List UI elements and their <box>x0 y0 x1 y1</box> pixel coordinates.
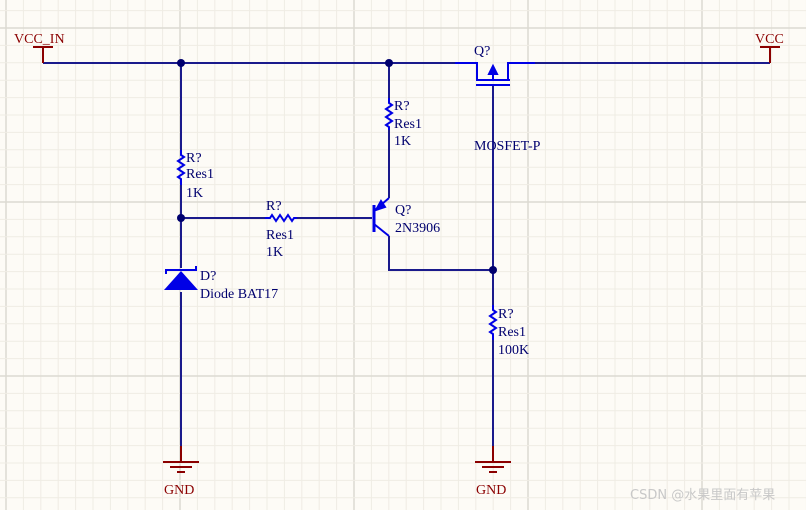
diode-bat17[interactable] <box>164 266 198 290</box>
resistor-r-emitter[interactable] <box>384 98 394 130</box>
mosfet-p[interactable] <box>455 62 535 86</box>
r-pulldown-comment: Res1 <box>498 325 526 340</box>
wire-collector[interactable] <box>388 236 493 271</box>
junction <box>177 214 185 222</box>
junction <box>489 266 497 274</box>
r-top-left-value: 1K <box>186 186 203 201</box>
junctions <box>177 59 497 274</box>
gnd-right-symbol[interactable] <box>475 446 511 473</box>
bjt-2n3906[interactable] <box>372 197 390 237</box>
wires <box>43 62 770 462</box>
gnd-left-label: GND <box>164 483 194 498</box>
gnd-right-label: GND <box>476 483 506 498</box>
mosfet-comment: MOSFET-P <box>474 139 541 154</box>
r-top-left-comment: Res1 <box>186 167 214 182</box>
r-emitter-comment: Res1 <box>394 117 422 132</box>
bjt-comment: 2N3906 <box>395 221 440 236</box>
r-pulldown-designator: R? <box>498 307 514 322</box>
mosfet-designator: Q? <box>474 44 490 59</box>
r-base-designator: R? <box>266 199 282 214</box>
resistor-r-pulldown[interactable] <box>488 305 498 340</box>
junction <box>385 59 393 67</box>
gnd-left-symbol[interactable] <box>163 446 199 473</box>
vcc-in-port[interactable] <box>33 46 53 63</box>
r-base-comment: Res1 <box>266 228 294 243</box>
watermark: CSDN @水果里面有苹果 <box>630 488 775 503</box>
resistor-r-base[interactable] <box>265 213 297 223</box>
r-emitter-designator: R? <box>394 99 410 114</box>
r-top-left-designator: R? <box>186 151 202 166</box>
diode-comment: Diode BAT17 <box>200 287 278 302</box>
junction <box>177 59 185 67</box>
vcc-label: VCC <box>755 32 784 47</box>
r-base-value: 1K <box>266 245 283 260</box>
bjt-designator: Q? <box>395 203 411 218</box>
r-emitter-value: 1K <box>394 134 411 149</box>
diode-designator: D? <box>200 269 216 284</box>
r-pulldown-value: 100K <box>498 343 529 358</box>
resistor-r-top-left[interactable] <box>176 150 186 185</box>
vcc-port[interactable] <box>760 46 780 63</box>
vcc-in-label: VCC_IN <box>14 32 65 47</box>
